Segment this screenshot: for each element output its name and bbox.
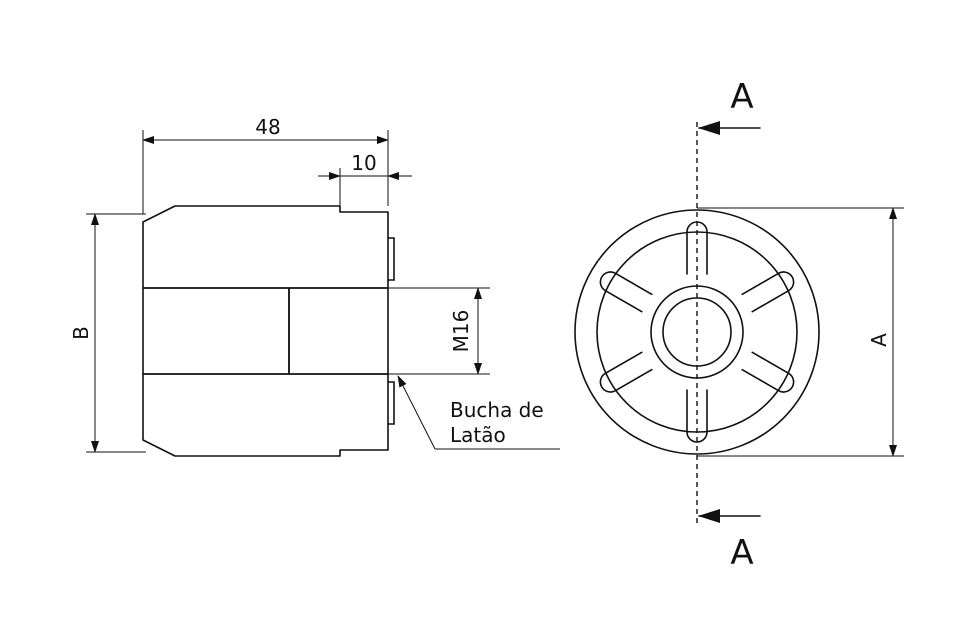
dimension-offset-label: 10 xyxy=(351,151,376,175)
rib-lobe xyxy=(599,351,653,393)
dimension-thread: M16 xyxy=(388,287,490,375)
rib-lobe xyxy=(741,271,795,313)
dimension-diameter-label: A xyxy=(867,333,891,347)
dimension-diameter: A xyxy=(697,207,904,457)
bore xyxy=(142,287,290,375)
callout-label-line2: Latão xyxy=(450,423,506,447)
knurled-wall-lower xyxy=(142,373,389,457)
section-label-top: A xyxy=(730,77,753,117)
dimension-offset: 10 xyxy=(318,151,412,206)
callout-label-line1: Bucha de xyxy=(450,398,544,422)
rib-lobe xyxy=(599,271,653,313)
rib-lobe xyxy=(741,351,795,393)
knurled-wall-upper xyxy=(142,205,389,289)
section-label-bottom: A xyxy=(730,533,753,573)
brass-bush-thread xyxy=(288,287,389,375)
section-marker-top: A xyxy=(698,77,761,135)
rib-lobe xyxy=(686,389,708,443)
outer-rim xyxy=(574,209,820,455)
dimension-height: B xyxy=(69,213,146,453)
front-view: A A A xyxy=(574,77,904,573)
dimension-length: 48 xyxy=(142,115,389,214)
callout-brass-bush: Bucha de Latão xyxy=(397,375,560,450)
thread-label: M16 xyxy=(449,310,473,353)
dimension-length-label: 48 xyxy=(255,115,280,139)
side-view: 48 10 B M16 Bucha de L xyxy=(69,115,560,457)
dimension-height-label: B xyxy=(69,326,93,340)
section-marker-bottom: A xyxy=(698,509,761,573)
